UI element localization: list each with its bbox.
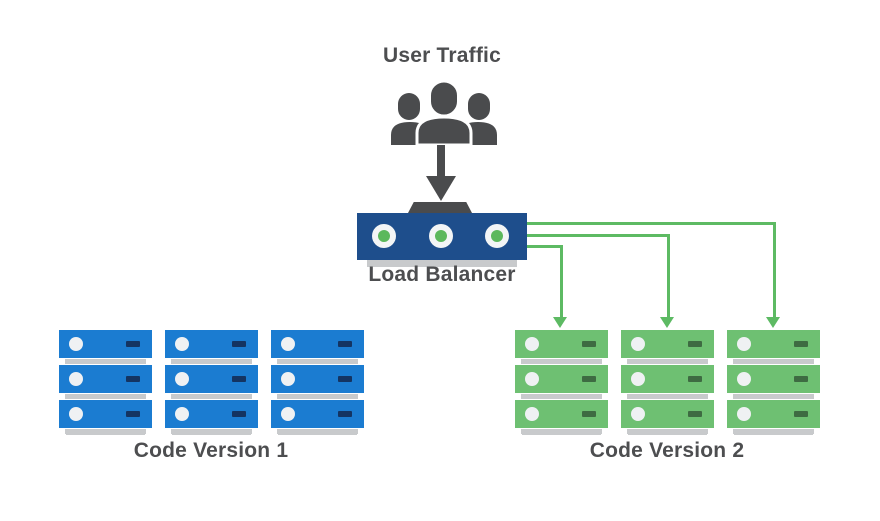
server-unit	[271, 330, 364, 364]
drive-slot-icon	[126, 341, 140, 347]
server-unit	[727, 330, 820, 364]
down-arrow-head-icon	[426, 176, 456, 201]
drive-light-icon	[69, 407, 83, 421]
server-unit	[515, 365, 608, 399]
server-stack-v2	[727, 330, 820, 435]
drive-slot-icon	[794, 411, 808, 417]
drive-light-icon	[175, 337, 189, 351]
drive-slot-icon	[232, 411, 246, 417]
server-unit	[621, 400, 714, 434]
green-dot	[378, 230, 390, 242]
server-unit	[727, 400, 820, 434]
code-version-2-label: Code Version 2	[589, 439, 745, 462]
server-unit	[515, 400, 608, 434]
server-stack-v2	[621, 330, 714, 435]
drive-light-icon	[737, 337, 751, 351]
drive-slot-icon	[126, 376, 140, 382]
drive-light-icon	[281, 337, 295, 351]
server-stack-v1	[59, 330, 152, 435]
server-unit	[621, 365, 714, 399]
drive-slot-icon	[232, 376, 246, 382]
arrowhead-down-icon	[660, 317, 674, 328]
server-unit	[59, 330, 152, 364]
arrowhead-down-icon	[553, 317, 567, 328]
server-unit	[271, 365, 364, 399]
server-unit	[165, 330, 258, 364]
load-balancer-shadow	[367, 260, 517, 267]
users-group-icon	[391, 81, 497, 145]
drive-light-icon	[281, 372, 295, 386]
down-arrow-icon	[437, 145, 445, 176]
server-base-shadow	[278, 429, 357, 435]
drive-light-icon	[631, 372, 645, 386]
drive-slot-icon	[688, 376, 702, 382]
drive-light-icon	[69, 372, 83, 386]
server-stack-v2	[515, 330, 608, 435]
led-indicator-icon	[372, 224, 396, 248]
connector-line	[667, 234, 670, 317]
server-unit	[515, 330, 608, 364]
server-base-shadow	[66, 429, 145, 435]
drive-slot-icon	[582, 376, 596, 382]
server-base-shadow	[734, 429, 813, 435]
drive-slot-icon	[338, 376, 352, 382]
funnel-inlet-icon	[408, 202, 472, 213]
server-unit	[165, 365, 258, 399]
drive-slot-icon	[794, 341, 808, 347]
arrowhead-down-icon	[766, 317, 780, 328]
connector-line	[527, 245, 563, 248]
drive-light-icon	[631, 337, 645, 351]
drive-light-icon	[737, 372, 751, 386]
green-dot	[435, 230, 447, 242]
drive-light-icon	[737, 407, 751, 421]
drive-slot-icon	[688, 341, 702, 347]
drive-slot-icon	[232, 341, 246, 347]
drive-slot-icon	[688, 411, 702, 417]
server-unit	[59, 400, 152, 434]
server-base-shadow	[522, 429, 601, 435]
server-unit	[271, 400, 364, 434]
server-stack-v1	[165, 330, 258, 435]
server-unit	[165, 400, 258, 434]
drive-light-icon	[631, 407, 645, 421]
server-stack-v1	[271, 330, 364, 435]
drive-light-icon	[175, 407, 189, 421]
connector-line	[527, 234, 670, 237]
drive-light-icon	[281, 407, 295, 421]
drive-light-icon	[69, 337, 83, 351]
connector-line	[527, 222, 776, 225]
drive-light-icon	[175, 372, 189, 386]
server-base-shadow	[628, 429, 707, 435]
drive-light-icon	[525, 407, 539, 421]
connector-line	[773, 222, 776, 317]
server-base-shadow	[172, 429, 251, 435]
drive-slot-icon	[338, 411, 352, 417]
server-unit	[727, 365, 820, 399]
green-dot	[491, 230, 503, 242]
load-balancer-label: Load Balancer	[368, 263, 516, 286]
drive-slot-icon	[338, 341, 352, 347]
load-balancer-box	[357, 213, 527, 260]
server-unit	[59, 365, 152, 399]
drive-slot-icon	[126, 411, 140, 417]
server-unit	[621, 330, 714, 364]
drive-slot-icon	[582, 411, 596, 417]
drive-slot-icon	[794, 376, 808, 382]
led-indicator-icon	[429, 224, 453, 248]
drive-light-icon	[525, 337, 539, 351]
led-indicator-icon	[485, 224, 509, 248]
connector-line	[560, 245, 563, 317]
user-traffic-label: User Traffic	[383, 44, 501, 67]
code-version-1-label: Code Version 1	[133, 439, 289, 462]
drive-light-icon	[525, 372, 539, 386]
drive-slot-icon	[582, 341, 596, 347]
